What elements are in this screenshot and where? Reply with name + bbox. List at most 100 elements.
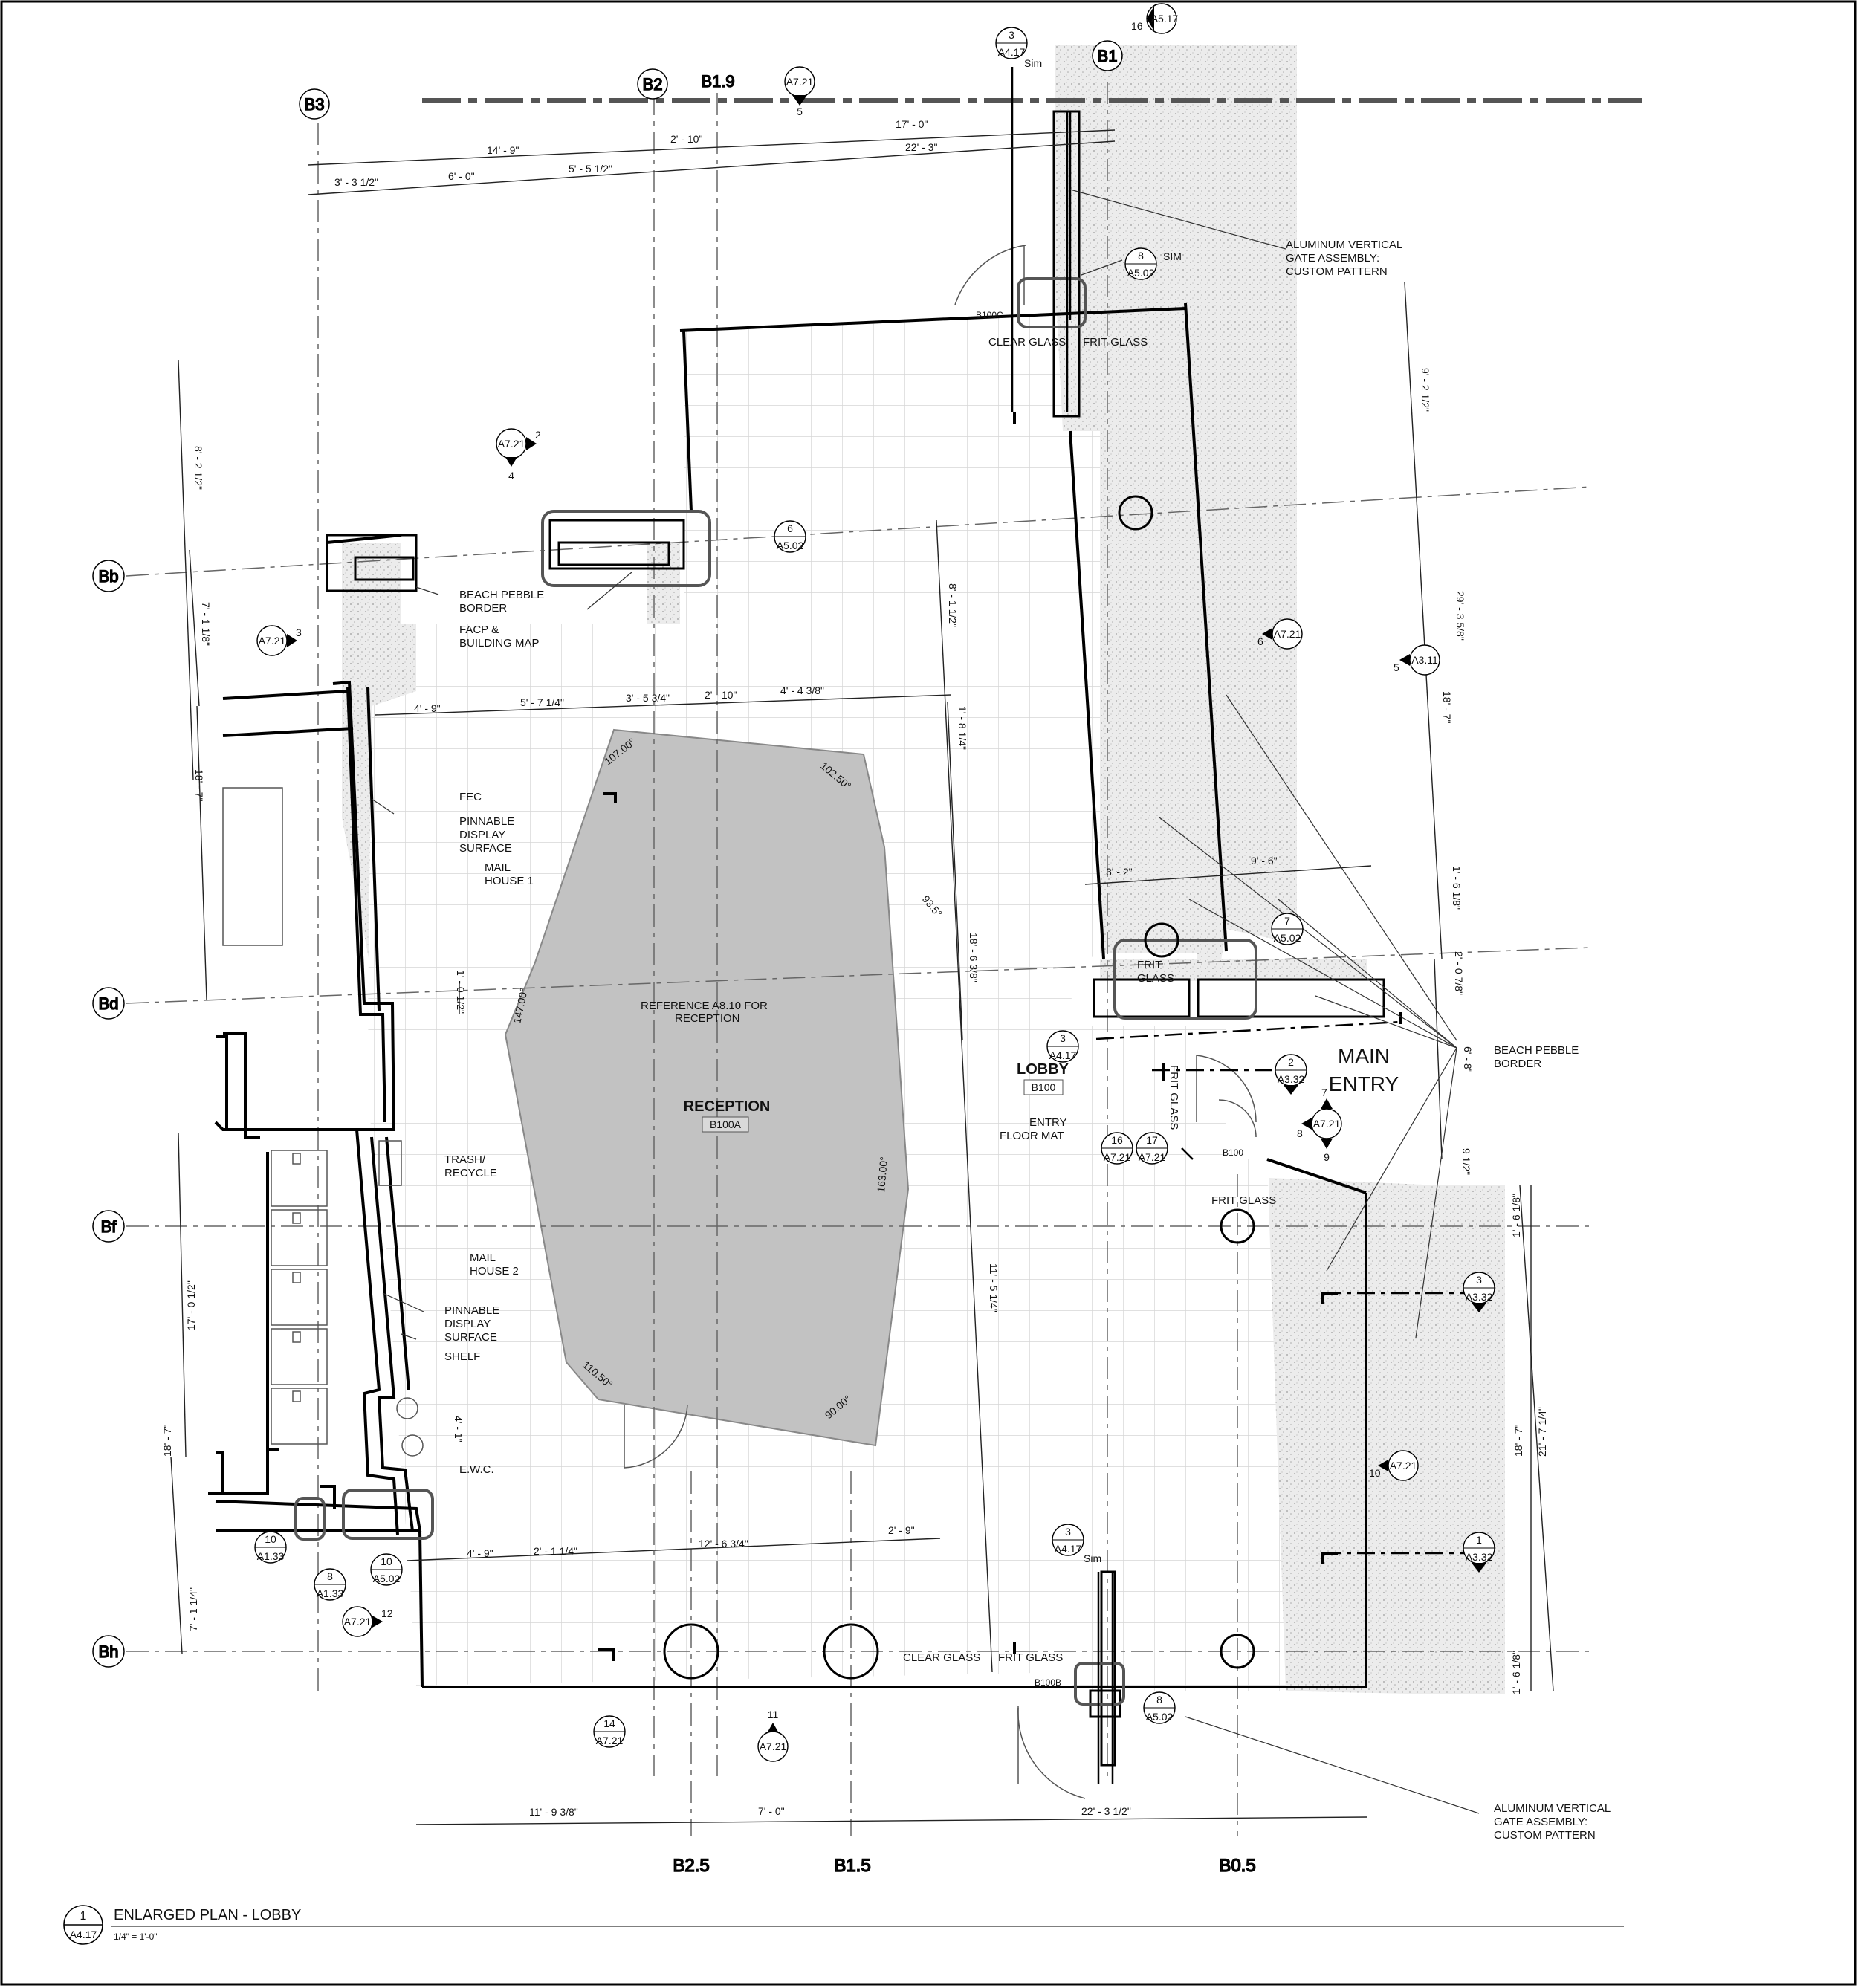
svg-text:SHELF: SHELF [444,1350,480,1363]
svg-text:3: 3 [296,626,302,638]
svg-text:2' - 0 7/8": 2' - 0 7/8" [1453,951,1465,995]
svg-text:4' - 9": 4' - 9" [414,702,441,714]
svg-text:3: 3 [1060,1032,1066,1044]
svg-text:12' - 6 3/4": 12' - 6 3/4" [699,1538,748,1550]
svg-text:B3: B3 [305,95,325,114]
svg-text:4' - 4 3/8": 4' - 4 3/8" [780,684,824,696]
drawing-title: ENLARGED PLAN - LOBBY [114,1907,301,1923]
grid-bubble-bb: Bb [92,560,125,592]
dimension-lines [170,129,1554,1825]
walls [208,302,1367,1688]
svg-text:A3.32: A3.32 [1466,1291,1493,1303]
svg-text:2: 2 [535,429,541,441]
grid-bubble-b3: B3 [299,88,330,120]
svg-text:A7.21: A7.21 [1313,1118,1341,1130]
tag-a7-21-17: 17 A7.21 [1136,1132,1168,1165]
facp-note-1: FACP & [459,624,499,636]
svg-text:MAIL: MAIL [485,861,511,874]
svg-text:A7.21: A7.21 [1104,1151,1131,1163]
svg-text:A4.17: A4.17 [1055,1543,1082,1555]
tag-a5-17: A5.17 16 [1131,3,1179,34]
title-block-number: 1 [80,1910,87,1923]
tag-a7-21-6: A7.21 6 [1257,618,1303,650]
gate-top-note-2: GATE ASSEMBLY: [1286,252,1379,265]
tag-a3-32-2: 2 A3.32 [1275,1054,1307,1095]
svg-text:2' - 10": 2' - 10" [705,689,737,701]
reception-desk [504,728,910,1447]
grid-bubbles: B3 B2 B1.9 B1 B2.5 B1.5 B0.5 Bb Bd Bf Bh [92,40,1257,1877]
svg-text:B1.5: B1.5 [834,1856,870,1876]
svg-text:CLEAR GLASS: CLEAR GLASS [988,336,1066,349]
svg-text:B0.5: B0.5 [1219,1856,1255,1876]
svg-text:11: 11 [768,1709,779,1720]
svg-text:5: 5 [1394,661,1399,673]
svg-text:DISPLAY: DISPLAY [444,1318,491,1330]
gate-top-note-1: ALUMINUM VERTICAL [1286,239,1402,251]
grid-lines [126,82,1591,1836]
svg-text:10: 10 [381,1555,392,1567]
svg-text:9' - 6": 9' - 6" [1251,855,1278,867]
svg-text:3' - 3 1/2": 3' - 3 1/2" [334,176,378,188]
tag-a5-02-8-top: 8 A5.02 [1124,247,1157,280]
svg-text:5: 5 [797,106,803,117]
fec-note: FEC [459,791,482,803]
svg-text:5' - 7 1/4": 5' - 7 1/4" [520,696,564,708]
beach-pebble-right-2: BORDER [1494,1058,1541,1070]
svg-text:B100C: B100C [976,310,1003,320]
tag-a7-21-14: 14 A7.21 [593,1715,626,1748]
tag-a7-21-10: A7.21 10 [1369,1450,1419,1481]
grid-bubble-b0-5: B0.5 [1219,1855,1257,1877]
svg-text:9 1/2": 9 1/2" [1460,1148,1472,1175]
svg-text:8' - 1 1/2": 8' - 1 1/2" [947,583,959,627]
svg-text:B2: B2 [643,75,663,94]
svg-text:SIM: SIM [1163,250,1182,262]
svg-text:6' - 0": 6' - 0" [448,170,475,182]
doors [624,245,1257,1799]
svg-text:A5.17: A5.17 [1151,13,1179,25]
gate-bottom-note-3: CUSTOM PATTERN [1494,1829,1596,1842]
svg-text:9' - 2 1/2": 9' - 2 1/2" [1420,368,1431,412]
callout-boxes [294,277,1257,1706]
svg-text:8' - 2 1/2": 8' - 2 1/2" [192,446,204,490]
room-name-lobby: LOBBY [1017,1061,1069,1078]
tag-a3-11: A3.11 5 [1394,644,1440,676]
tag-a1-33-10: 10 A1.33 [254,1531,287,1564]
svg-text:RECYCLE: RECYCLE [444,1167,497,1179]
svg-text:ENTRY: ENTRY [1029,1116,1067,1129]
tag-a7-21-789: A7.21 7 8 9 [1297,1087,1342,1163]
section-cuts [1095,1020,1468,1555]
room-number-reception: B100A [710,1118,742,1130]
grid-bubble-bh: Bh [92,1635,125,1668]
svg-text:Bf: Bf [101,1217,117,1236]
tag-a1-33-8: 8 A1.33 [314,1568,346,1601]
svg-text:Bb: Bb [99,567,119,586]
svg-text:FRIT GLASS: FRIT GLASS [1083,336,1148,349]
svg-text:REFERENCE A8.10 FOR: REFERENCE A8.10 FOR [641,1000,768,1012]
tag-a7-21-12: A7.21 12 [342,1606,393,1637]
svg-text:8: 8 [1297,1127,1303,1139]
svg-text:9: 9 [1324,1151,1330,1163]
svg-text:Bh: Bh [99,1642,119,1661]
svg-text:16: 16 [1131,20,1143,32]
grid-bubble-b1-5: B1.5 [834,1855,872,1877]
svg-text:11' - 9 3/8": 11' - 9 3/8" [529,1806,578,1818]
svg-text:Sim: Sim [1024,57,1042,69]
svg-text:14' - 9": 14' - 9" [487,144,519,156]
svg-text:FLOOR MAT: FLOOR MAT [1000,1130,1064,1142]
svg-text:A1.33: A1.33 [257,1550,285,1562]
svg-text:GLASS: GLASS [1137,972,1174,985]
svg-text:4' - 9": 4' - 9" [467,1547,493,1559]
svg-text:5' - 5 1/2": 5' - 5 1/2" [569,163,612,175]
beach-pebble-note-1: BEACH PEBBLE [459,589,544,601]
svg-text:7: 7 [1284,915,1290,927]
tag-a7-21-2: A7.21 2 4 [496,428,541,482]
svg-text:21' - 7 1/4": 21' - 7 1/4" [1536,1407,1548,1457]
svg-text:PINNABLE: PINNABLE [459,815,514,828]
main-entry-label-2: ENTRY [1329,1072,1399,1095]
tag-a7-21-11: 11 A7.21 [757,1709,789,1762]
svg-text:8: 8 [1138,250,1144,262]
svg-text:TRASH/: TRASH/ [444,1153,486,1166]
svg-text:7' - 1 1/4": 7' - 1 1/4" [187,1587,199,1631]
tag-a4-17-bottom: 3 A4.17 [1052,1524,1084,1556]
